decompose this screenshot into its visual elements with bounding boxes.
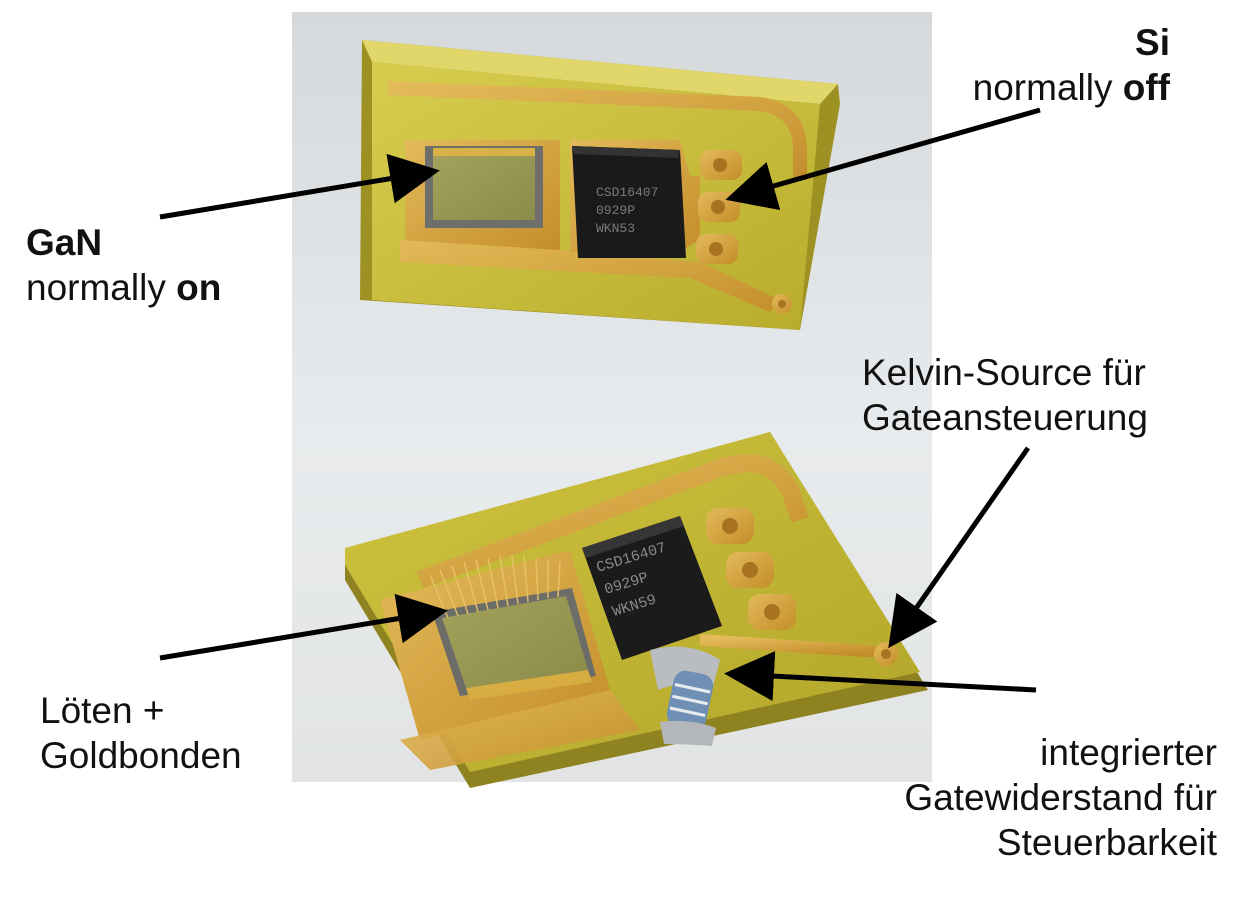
label-gan-state: on [176,267,222,308]
label-si-subtitle: normally off [973,65,1170,110]
label-kelvin-line2: Gateansteuerung [862,397,1148,438]
bottom-pads [706,508,898,666]
label-gan-subtitle: normally on [26,265,221,310]
bottom-si-chip: CSD16407 0929P WKN59 [582,516,722,660]
label-loeten-line1: Löten + [40,690,165,731]
arrow-si [725,107,1041,211]
label-si-title: Si [1135,22,1170,63]
label-gatewiderstand-line1: integrierter [1040,732,1217,773]
label-si: Si normally off [973,20,1170,110]
label-si-state: off [1122,67,1170,108]
arrow-gan [159,153,440,220]
arrow-gatewiderstand [724,651,1037,702]
label-kelvin-source: Kelvin-Source für Gateansteuerung [862,350,1148,440]
label-gan: GaN normally on [26,220,221,310]
label-gatewiderstand: integrierter Gatewiderstand für Steuerba… [904,730,1217,865]
annotation-arrows [159,107,1041,702]
label-gan-title: GaN [26,222,103,263]
label-kelvin-line1: Kelvin-Source für [862,352,1146,393]
arrow-loeten [159,593,448,661]
label-loeten: Löten + Goldbonden [40,688,242,778]
top-gan-die [425,146,543,228]
top-chip-marking-3: WKN53 [596,221,635,236]
top-si-chip: CSD16407 0929P WKN53 [572,146,686,258]
label-gatewiderstand-line2: Gatewiderstand für [904,777,1217,818]
label-gan-prefix: normally [26,267,177,308]
top-chip-marking-2: 0929P [596,203,635,218]
arrow-kelvin-source [888,446,1031,649]
label-loeten-line2: Goldbonden [40,735,242,776]
label-si-prefix: normally [972,67,1123,108]
label-gatewiderstand-line3: Steuerbarkeit [996,822,1217,863]
top-pcb-board: CSD16407 0929P WKN53 [360,40,840,330]
bottom-gan-die [429,555,596,700]
top-chip-marking-1: CSD16407 [596,185,658,200]
bottom-pcb-board: CSD16407 0929P WKN59 [345,432,928,788]
gate-resistor [650,646,720,746]
